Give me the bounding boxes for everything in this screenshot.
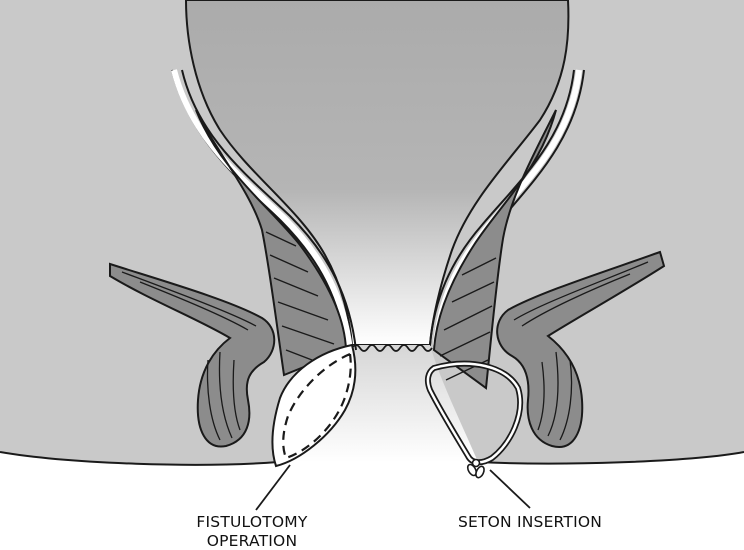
fistulotomy-label-line1: FISTULOTOMY <box>196 513 307 531</box>
fistulotomy-label-line2: OPERATION <box>207 532 298 550</box>
fistulotomy-leader-line <box>256 465 290 510</box>
seton-leader-line <box>490 470 530 508</box>
seton-insertion-label: SETON INSERTION <box>458 513 602 531</box>
